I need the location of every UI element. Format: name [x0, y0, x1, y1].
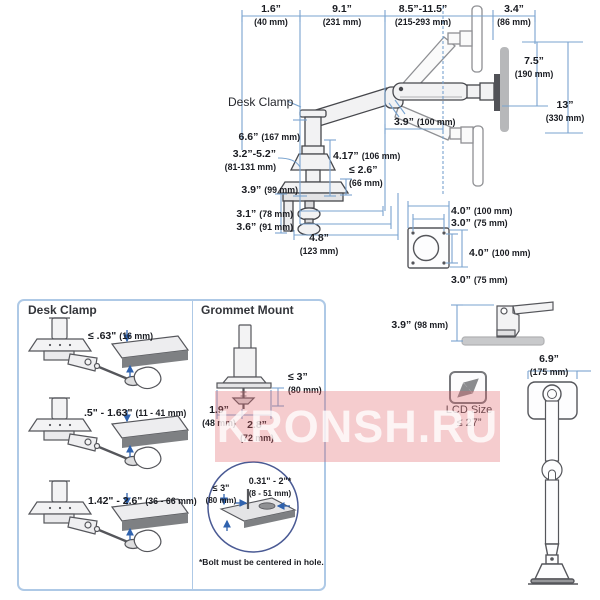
vesa-dimension-lines: [407, 201, 468, 268]
grommet-dim-edge-offset: 1.9”(48 mm): [202, 404, 236, 428]
vesa-dim-width-75: 3.0”(75 mm): [451, 217, 508, 229]
grommet-mount-heading: Grommet Mount: [201, 303, 294, 317]
pole-cap: [299, 109, 327, 118]
grommet-illustration: [216, 324, 272, 409]
monitor-bottom-position: [472, 125, 484, 187]
vesa-plate-detail: [407, 227, 450, 269]
clamp-knob: [297, 207, 321, 221]
vesa-dim-width-100: 4.0”(100 mm): [451, 205, 513, 217]
desk-clamp-illustrations: [29, 318, 188, 552]
clamp-cup: [289, 153, 337, 171]
arm-side-view: [276, 5, 509, 236]
front-dimension: [527, 370, 591, 379]
front-base-width-dim: 6.9”(175 mm): [529, 353, 569, 377]
dim-max-desk-thickness: ≤ 2.6”(66 mm): [349, 164, 383, 188]
dim-clamp-depth-min: 3.1”(78 mm): [236, 208, 293, 220]
inset-dim-hole-diameter: 0.31" - 2"*(8 - 51 mm): [248, 476, 292, 498]
pole: [304, 116, 322, 150]
dim-clamp-depth-max: 3.6”(91 mm): [236, 221, 293, 233]
dim-mount-depth: 3.4”(86 mm): [497, 3, 531, 27]
dim-riser-height: 6.6”(167 mm): [238, 131, 300, 143]
dim-elbow-clearance: 4.17”(106 mm): [333, 150, 401, 162]
vesa-plate-side: [494, 74, 500, 111]
grommet-dimension-lines: [216, 387, 284, 419]
folded-height-dim: 3.9”(98 mm): [391, 319, 448, 331]
lcd-size-label: LCD Size≤ 27”: [445, 404, 493, 429]
vesa-dim-height-100: 4.0”(100 mm): [469, 247, 531, 259]
dim-extension-range: 8.5”-11.5”(215-293 mm): [394, 3, 452, 27]
folded-profile: [461, 301, 554, 346]
clamp-option-2: .5" - 1.63"(11 - 41 mm): [84, 407, 187, 419]
arm-front-view: [527, 381, 578, 585]
dimension-lines: [241, 6, 583, 240]
desk-clamp-heading: Desk Clamp: [28, 303, 97, 317]
clamp-option-1: ≤ .63"(16 mm): [88, 330, 153, 342]
wing-nut: [231, 397, 256, 405]
desk-clamp-callout: Desk Clamp: [228, 95, 294, 109]
dim-lift-up: 7.5”(190 mm): [514, 55, 554, 79]
grommet-hole: [258, 502, 276, 510]
clamp-bracket: [283, 200, 294, 232]
monitor-shadow: [500, 47, 509, 132]
grommet-dim-max-thickness: ≤ 3”(80 mm): [288, 371, 322, 395]
arm-horizontal: [392, 82, 470, 101]
lcd-size-icon: [449, 371, 487, 404]
vesa-dim-height-75: 3.0”(75 mm): [451, 274, 508, 286]
dim-pole-height-range: 3.2”-5.2”(81-131 mm): [224, 148, 276, 172]
dim-below-desk-height: 3.9”(99 mm): [241, 184, 298, 196]
box-divider: [192, 299, 193, 589]
dim-lift-range: 13”(330 mm): [545, 99, 585, 123]
clamp-option-3: 1.42" - 2.6"(36 - 66 mm): [88, 495, 197, 507]
dim-clamp-base-depth: 4.8”(123 mm): [299, 232, 339, 256]
folded-dimension: [451, 304, 494, 342]
grommet-dim-base-width: 2.8”(72 mm): [240, 419, 274, 443]
dim-arm-drop: 3.9”(100 mm): [394, 116, 456, 128]
dim-forearm-reach: 9.1”(231 mm): [322, 3, 362, 27]
bolt-footnote: *Bolt must be centered in hole.: [199, 557, 324, 567]
grommet-inset: [207, 461, 299, 553]
inset-dim-max-thickness: ≤ 3"(80 mm): [205, 483, 237, 505]
dim-rear-offset: 1.6”(40 mm): [254, 3, 288, 27]
